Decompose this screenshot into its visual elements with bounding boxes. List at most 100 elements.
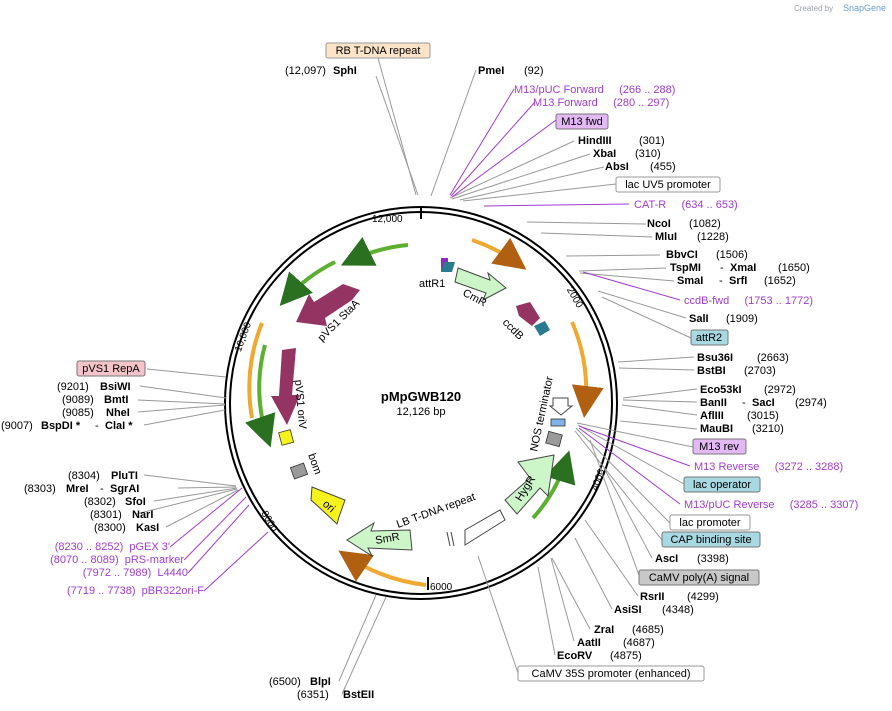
snapgene-logo: SnapGene — [843, 3, 886, 13]
cap-site-marker — [545, 430, 563, 448]
sphI-name: SphI — [333, 65, 357, 77]
narI-pos: (8301) — [90, 509, 122, 521]
line-bstEII — [341, 596, 387, 695]
feature-smR: SmR — [374, 531, 400, 547]
box-camv-35s — [517, 665, 705, 682]
leader-lines — [135, 57, 698, 695]
ascI-name: AscI — [655, 553, 678, 565]
bmtI-pos: (9089) — [62, 394, 94, 406]
label-cap-site: CAP binding site — [670, 534, 751, 546]
box-lac-operator — [683, 476, 761, 493]
label-pvs1-repa: pVS1 RepA — [82, 363, 140, 375]
oriV-marker — [278, 429, 295, 446]
eco53kI-name: Eco53kI — [700, 384, 742, 396]
zraI-pos: (4685) — [632, 624, 664, 636]
box-pvs1-repa — [76, 360, 146, 377]
box-cap-site — [661, 531, 761, 548]
banII-pos: (2974) — [795, 397, 827, 409]
lb-mark-1 — [446, 531, 451, 547]
line-tspMI — [578, 267, 667, 272]
line-cap — [574, 430, 663, 541]
mluI-name: MluI — [655, 231, 677, 243]
pline-m13puc-fwd — [449, 88, 515, 196]
label-attr2: attR2 — [696, 332, 722, 344]
line-mluI — [540, 232, 653, 238]
pline-pgex3 — [169, 487, 243, 548]
line-banII — [622, 399, 698, 403]
line-bbvCI — [565, 254, 661, 257]
arc-green-4 — [531, 450, 576, 520]
primer-pgex3: (8230 .. 8252) pGEX 3' — [55, 541, 170, 553]
smaI-name: SmaI — [677, 275, 703, 287]
plasmid-name: pMpGWB120 — [381, 389, 461, 404]
aflIII-name: AflIII — [700, 410, 724, 422]
feature-lb-tdna: LB T-DNA repeat — [395, 491, 477, 531]
arc-green-3 — [245, 344, 276, 448]
line-pmeI — [430, 69, 477, 197]
pmeI-name: PmeI — [478, 65, 504, 77]
box-camv-polya — [638, 569, 760, 586]
pline-m13puc-rev — [578, 427, 681, 505]
claI-name: ClaI * — [105, 420, 133, 432]
label-lacuv5: lac UV5 promoter — [625, 179, 711, 191]
xbaI-pos: (310) — [635, 148, 661, 160]
arc-orange-2 — [570, 321, 604, 418]
bstEII-name: BstEII — [343, 689, 374, 701]
zraI-name: ZraI — [594, 624, 614, 636]
line-attr2 — [601, 296, 692, 339]
credit-prefix: Created by — [794, 4, 833, 13]
pline-m13-fwd-box — [451, 119, 557, 198]
feature-pvs1-staA-arrow — [296, 284, 360, 326]
bom-marker — [289, 462, 309, 480]
line-ecoRV — [537, 566, 556, 656]
mauBI-name: MauBI — [700, 423, 733, 435]
ncoI-name: NcoI — [647, 218, 671, 230]
tick-label-6000: 6000 — [430, 582, 453, 593]
ascI-pos: (3398) — [697, 553, 729, 565]
label-m13-rev: M13 rev — [699, 441, 739, 453]
primer-labels: M13/pUC Forward (266 .. 288) M13 Forward… — [50, 84, 858, 597]
line-ascI — [603, 467, 653, 559]
salI-name: SalI — [689, 313, 709, 325]
pluTI-name: PluTI — [111, 470, 138, 482]
hindIII-pos: (301) — [639, 135, 665, 147]
pline-m13-reverse — [578, 425, 691, 467]
ncoI-pos: (1082) — [689, 218, 721, 230]
xmaI-name: XmaI — [730, 262, 756, 274]
label-m13-fwd: M13 fwd — [561, 116, 603, 128]
feature-ori-arrow — [310, 486, 346, 525]
absI-name: AbsI — [605, 161, 629, 173]
line-mreI — [177, 486, 237, 489]
tick-label-12000: 12,000 — [372, 214, 403, 225]
banII-sep: - — [742, 397, 746, 409]
plasmid-size: 12,126 bp — [397, 406, 446, 418]
ecoRV-name: EcoRV — [557, 650, 593, 662]
line-lac-operator — [577, 424, 685, 485]
feature-smR-arrow — [346, 521, 413, 558]
arc-green-2 — [279, 260, 336, 306]
line-hindIII — [449, 140, 575, 199]
primer-m13-fwd: M13 Forward (280 .. 297) — [533, 97, 669, 109]
bstEII-pos: (6351) — [297, 689, 329, 701]
srfI-name: SrfI — [729, 275, 747, 287]
line-bsiWI — [139, 385, 227, 399]
line-zraI — [551, 557, 591, 630]
bspDI-name: BspDI * — [41, 420, 81, 432]
mreI-name: MreI — [66, 483, 89, 495]
xbaI-name: XbaI — [593, 148, 616, 160]
pline-cat-r — [483, 203, 630, 207]
arc-orange-3 — [338, 550, 427, 587]
bmtI-name: BmtI — [104, 394, 128, 406]
line-narI — [135, 488, 238, 515]
pluTI-pos: (8304) — [68, 470, 100, 482]
primer-m13puc-rev: M13/pUC Reverse (3285 .. 3307) — [684, 499, 858, 511]
pline-ccdb-fwd — [582, 271, 681, 301]
pline-pbr322 — [203, 531, 269, 592]
pline-m13-fwd — [450, 101, 536, 197]
line-sfoI — [153, 487, 238, 502]
line-sphI — [375, 75, 419, 196]
hindIII-name: HindIII — [578, 135, 612, 147]
bspDI-sep: - — [95, 420, 99, 432]
line-lacuv5 — [462, 183, 617, 202]
